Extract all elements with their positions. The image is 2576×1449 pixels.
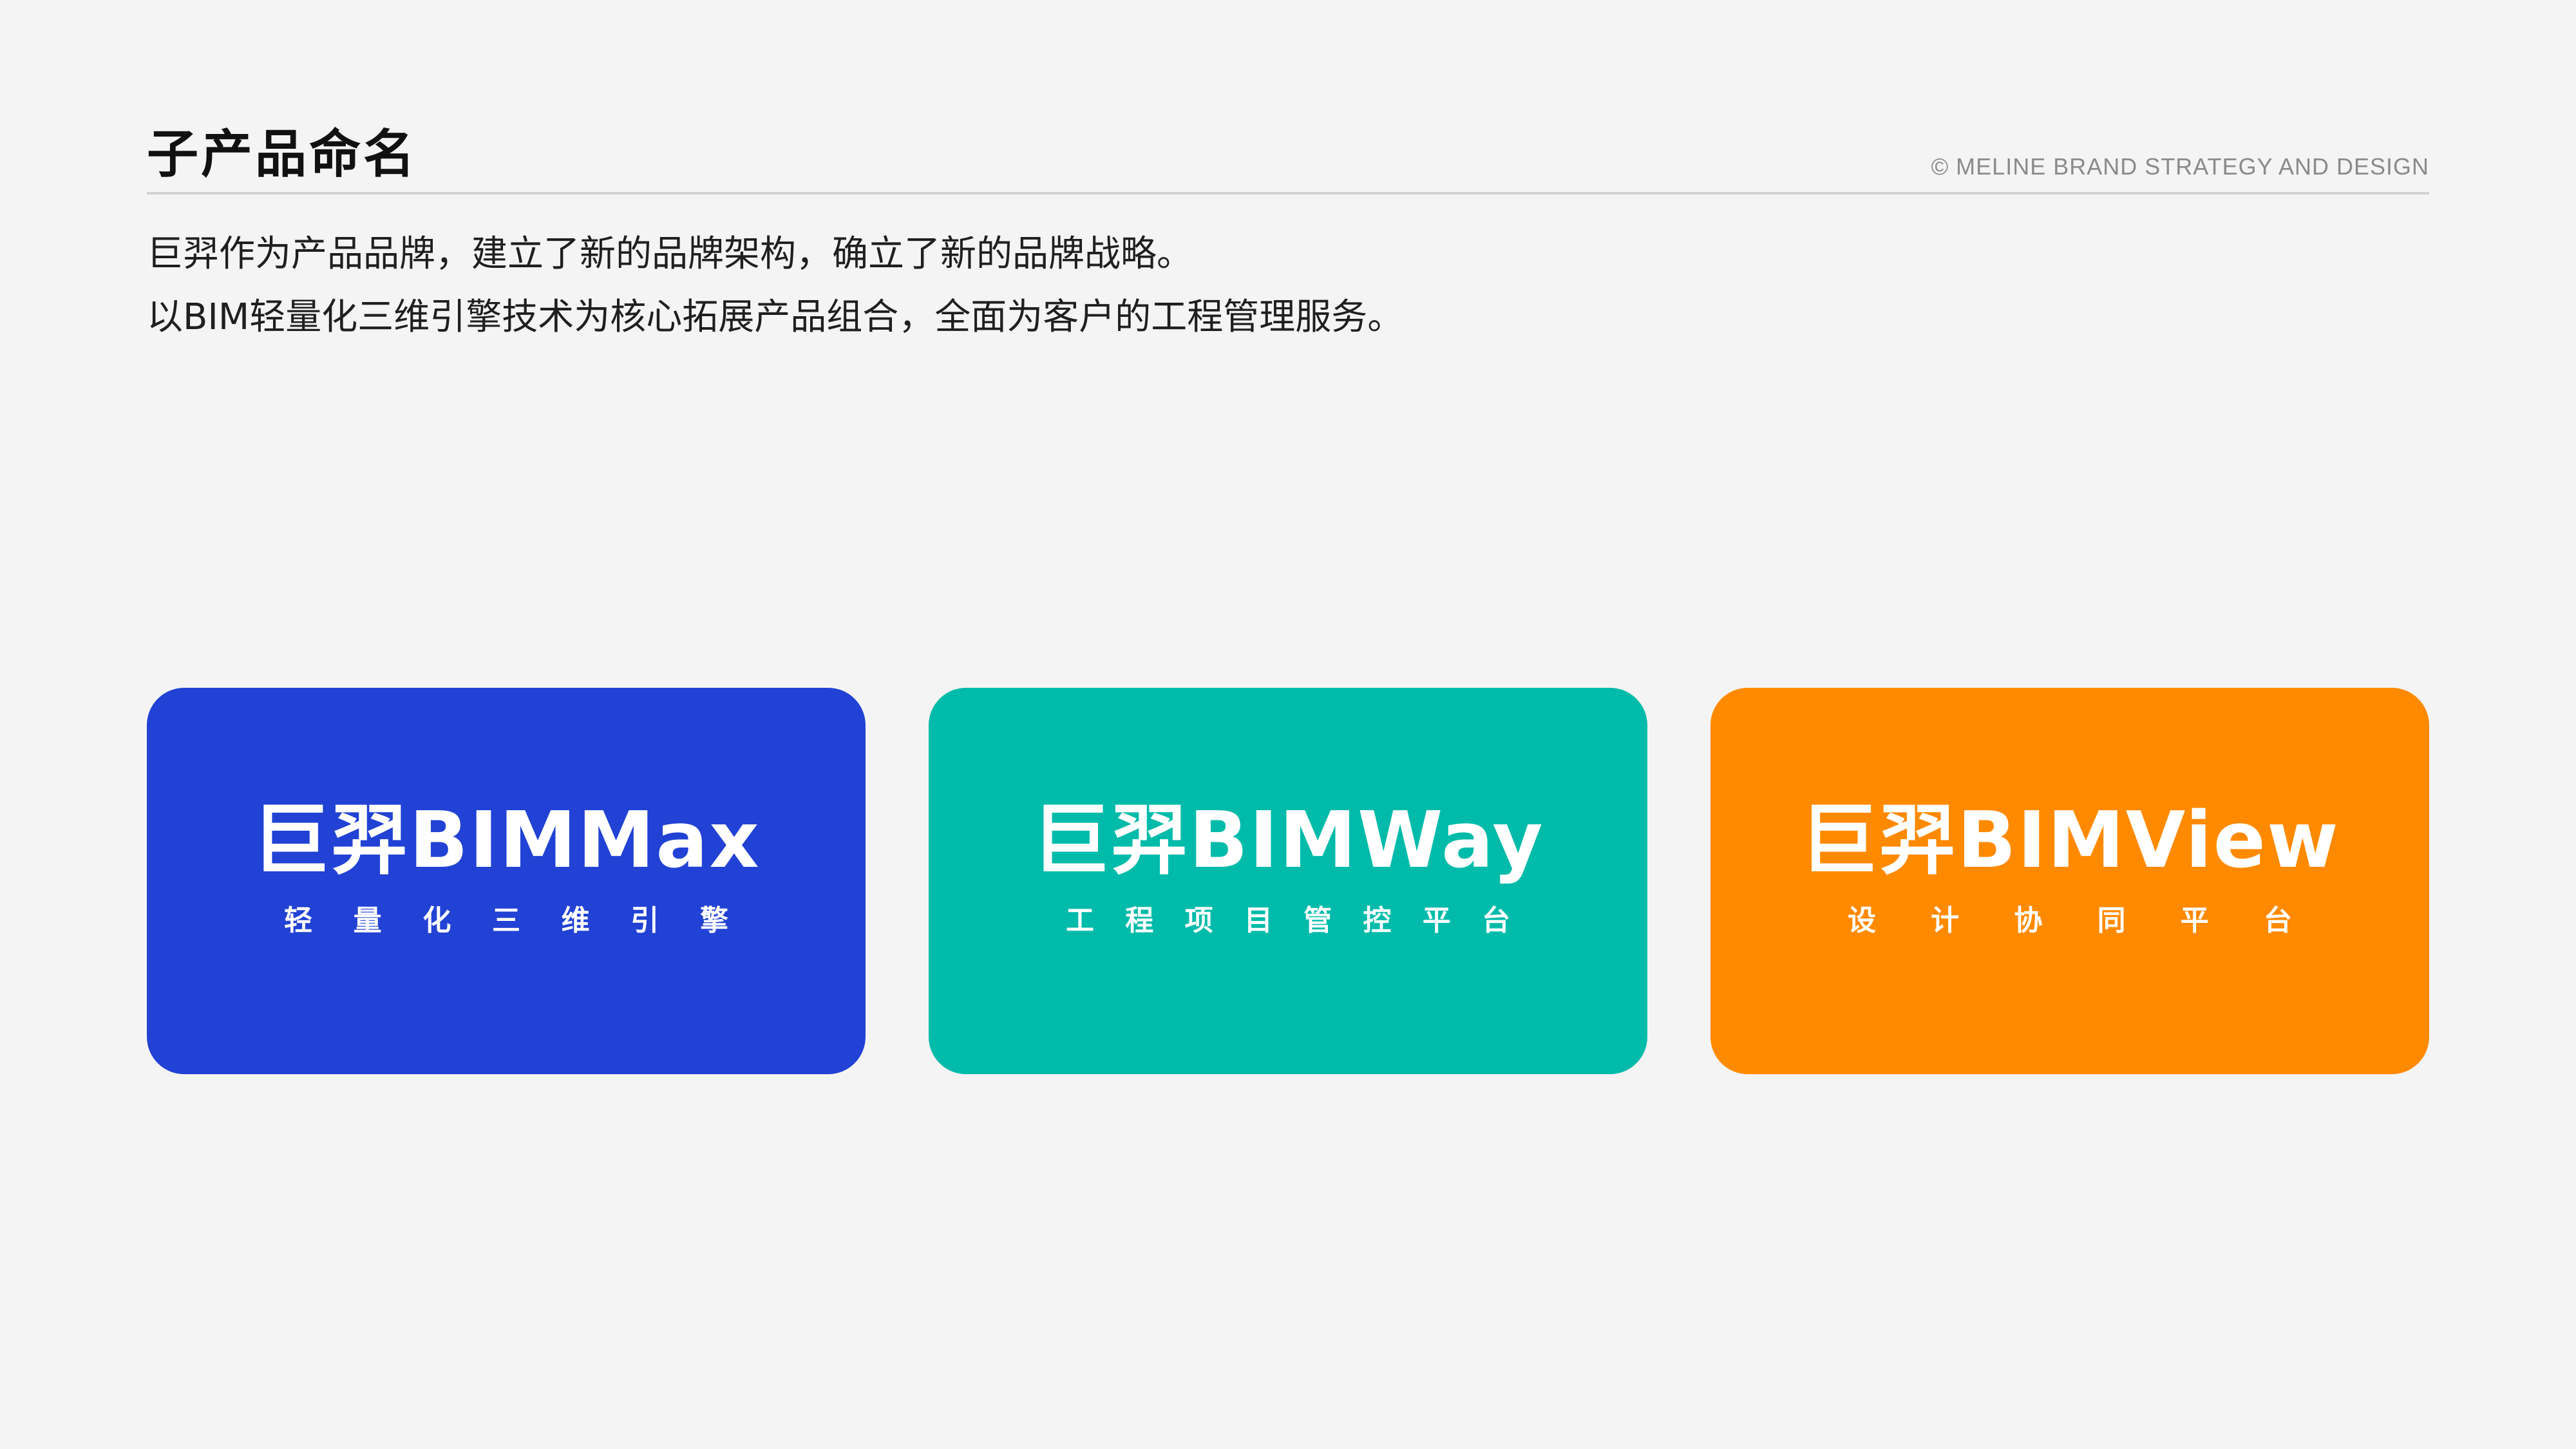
tagline-char: 平	[2180, 904, 2209, 937]
tagline-char: 设	[1848, 904, 1876, 937]
tagline-char: 量	[353, 904, 382, 937]
tagline-char: 项	[1184, 904, 1213, 937]
product-card-bimway: 巨羿BIMWay 工程项目管控平台	[929, 688, 1647, 1074]
product-tagline: 设计协同平台	[1848, 902, 2292, 940]
intro-text: 巨羿作为产品品牌，建立了新的品牌架构，确立了新的品牌战略。 以BIM轻量化三维引…	[147, 223, 2336, 349]
copyright-text: © MELINE BRAND STRATEGY AND DESIGN	[1931, 153, 2429, 180]
header-divider	[147, 192, 2429, 194]
tagline-char: 台	[2263, 904, 2292, 937]
tagline-char: 协	[2014, 904, 2043, 937]
tagline-char: 化	[422, 904, 451, 937]
tagline-char: 目	[1244, 904, 1273, 937]
tagline-char: 管	[1303, 904, 1332, 937]
intro-line-1: 巨羿作为产品品牌，建立了新的品牌架构，确立了新的品牌战略。	[147, 233, 1193, 275]
product-tagline: 轻量化三维引擎	[284, 902, 728, 940]
tagline-char: 计	[1931, 904, 1960, 937]
tagline-char: 台	[1481, 904, 1510, 937]
product-name: 巨羿BIMMax	[252, 796, 761, 886]
tagline-char: 三	[491, 904, 520, 937]
product-cards: 巨羿BIMMax 轻量化三维引擎 巨羿BIMWay 工程项目管控平台 巨羿BIM…	[147, 688, 2429, 1074]
tagline-char: 平	[1422, 904, 1451, 937]
product-card-bimmax: 巨羿BIMMax 轻 量 化 三 维 引 擎	[147, 688, 866, 1074]
tagline-char: 引	[630, 904, 659, 937]
tagline-char: 擎	[699, 904, 728, 937]
product-name: 巨羿BIMView	[1800, 796, 2340, 886]
tagline-char: 工	[1066, 904, 1094, 937]
tagline-char: 维	[561, 904, 590, 937]
intro-line-2: 以BIM轻量化三维引擎技术为核心拓展产品组合，全面为客户的工程管理服务。	[147, 296, 1404, 338]
tagline-char: 同	[2097, 904, 2126, 937]
product-card-bimview: 巨羿BIMView 设 计 协 同 平 台	[1710, 688, 2429, 1074]
tagline-char: 轻	[284, 904, 312, 937]
product-tagline: 工程项目管控平台	[1066, 902, 1510, 940]
product-name: 巨羿BIMWay	[1032, 796, 1544, 886]
page-title: 子产品命名	[147, 124, 417, 184]
tagline-char: 控	[1363, 904, 1392, 937]
tagline-char: 程	[1125, 904, 1154, 937]
